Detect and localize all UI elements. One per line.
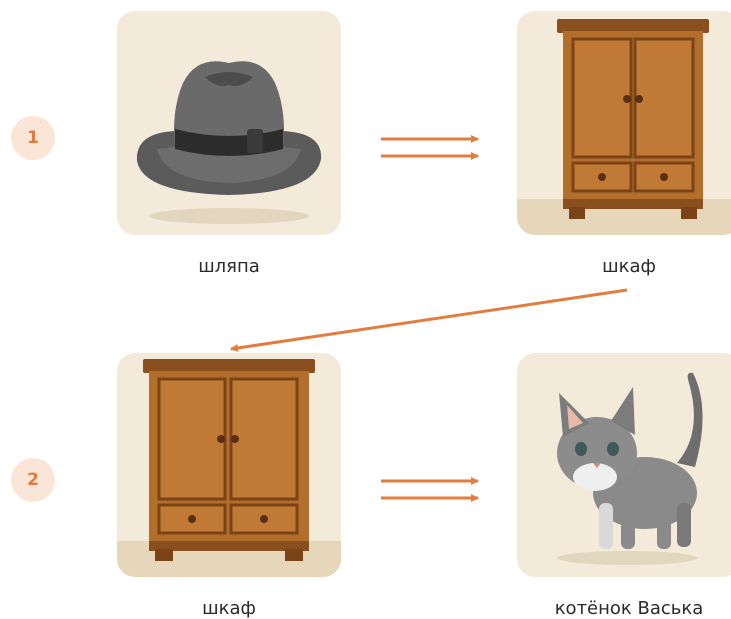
double-arrow-right-2 xyxy=(381,477,479,502)
wardrobe-icon xyxy=(117,359,341,577)
double-arrow-right-1 xyxy=(381,135,479,160)
step-number-badge: 1 xyxy=(11,116,55,160)
step-number: 1 xyxy=(27,128,39,148)
caption-kitten: котёнок Васька xyxy=(554,598,704,619)
caption-wardrobe-2: шкаф xyxy=(202,598,256,619)
wardrobe-card-2 xyxy=(117,353,341,577)
kitten-card xyxy=(517,353,731,577)
kitten-icon xyxy=(557,372,703,565)
step-number: 2 xyxy=(27,470,39,490)
hat-icon xyxy=(136,61,322,224)
caption-wardrobe-1: шкаф xyxy=(602,256,656,277)
caption-hat: шляпа xyxy=(198,256,260,277)
hat-card xyxy=(117,11,341,235)
wardrobe-card-1 xyxy=(517,11,731,235)
wardrobe-icon xyxy=(517,19,731,235)
step-number-badge: 2 xyxy=(11,458,55,502)
connector-arrow xyxy=(230,288,628,352)
